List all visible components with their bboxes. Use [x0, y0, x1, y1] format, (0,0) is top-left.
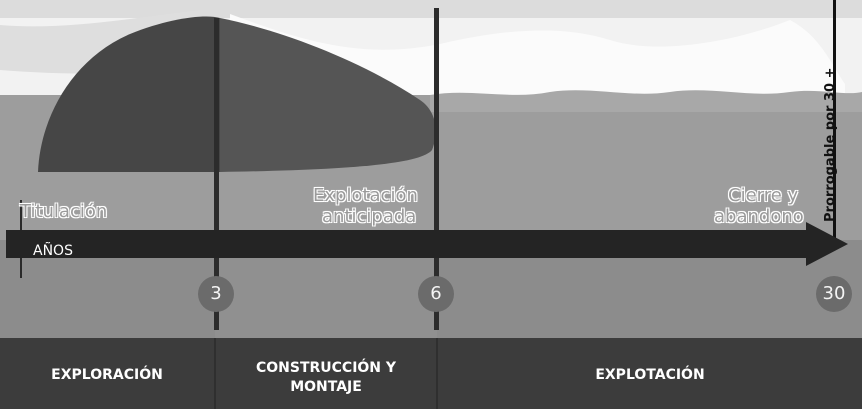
years-arrow [6, 222, 848, 266]
phase-construccion-line1: CONSTRUCCIÓN Y [255, 360, 397, 376]
label-cierre-line1: Cierre y [728, 185, 799, 206]
marker-year-6: 6 [418, 276, 454, 312]
marker-year-30: 30 [816, 276, 852, 312]
mountain-left-shape [38, 16, 220, 172]
label-explotacion-anticipada-line2: anticipada [322, 206, 417, 227]
phase-explotacion: EXPLOTACIÓN [595, 367, 705, 383]
phase-exploracion: EXPLORACIÓN [51, 367, 163, 383]
phase-construccion-line2: MONTAJE [290, 379, 362, 395]
label-cierre-line2: abandono [714, 206, 804, 227]
divider-year-6 [434, 8, 439, 330]
label-explotacion-anticipada-line1: Explotación [313, 185, 418, 206]
phase-bar [0, 338, 862, 409]
divider-year-30 [833, 0, 836, 248]
mountain-right-shape [220, 18, 436, 172]
marker-year-3: 3 [198, 276, 234, 312]
divider-year-3 [214, 18, 219, 330]
label-prorrogable: Prorrogable por 30 + [823, 67, 838, 223]
axis-label-anos: AÑOS [33, 243, 73, 259]
label-titulacion: Titulación [20, 201, 108, 222]
